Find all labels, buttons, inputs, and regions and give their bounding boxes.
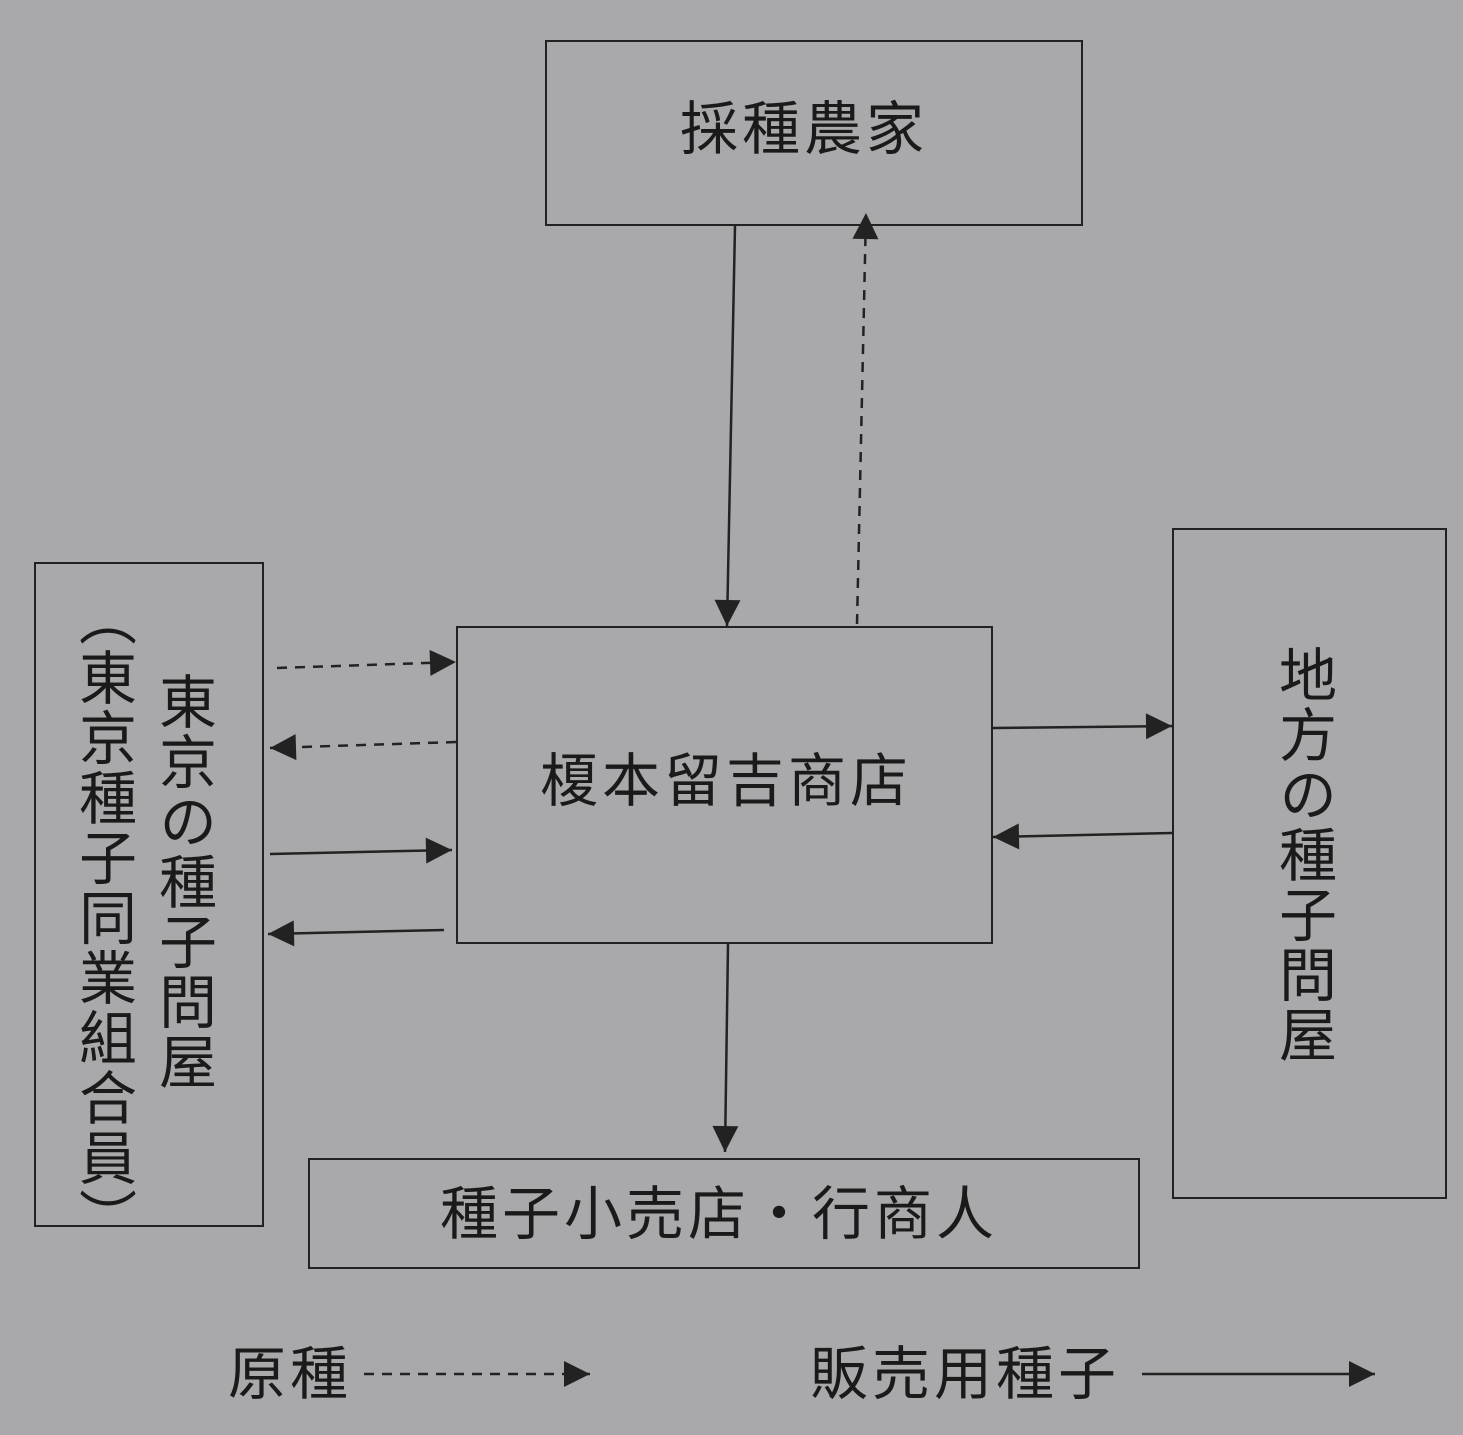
legend-original-seed-label: 原種 <box>228 1340 353 1408</box>
arrow-shop-to-tokyo-original <box>269 734 457 761</box>
farmer-node <box>545 40 1083 226</box>
retail-label: 種子小売店・行商人 <box>440 1180 999 1248</box>
arrow-shop-to-retail <box>712 943 739 1153</box>
local-wholesaler-label: 地方の種子問屋 <box>1268 645 1337 1065</box>
farmer-label: 採種農家 <box>680 95 929 163</box>
shop-node <box>456 626 993 944</box>
retail-node <box>308 1158 1140 1269</box>
local-wholesaler-node <box>1172 528 1447 1199</box>
shop-label: 榎本留吉商店 <box>540 747 913 815</box>
arrow-shop-to-tokyo-commercial <box>267 920 445 947</box>
arrow-farmer-to-shop <box>714 225 741 627</box>
arrow-shop-to-farmer <box>852 212 879 625</box>
arrow-tokyo-to-shop-commercial <box>269 837 453 864</box>
tokyo-wholesaler-label: 東京の種子問屋 <box>148 672 217 1092</box>
legend-commercial-seed-label: 販売用種子 <box>810 1340 1121 1408</box>
tokyo-wholesaler-node <box>34 562 264 1227</box>
tokyo-wholesaler-sublabel: （東京種子同業組合員） <box>68 588 137 1248</box>
arrow-tokyo-to-shop-original <box>276 649 457 676</box>
arrow-shop-to-local <box>992 713 1173 740</box>
arrow-local-to-shop <box>992 823 1173 850</box>
